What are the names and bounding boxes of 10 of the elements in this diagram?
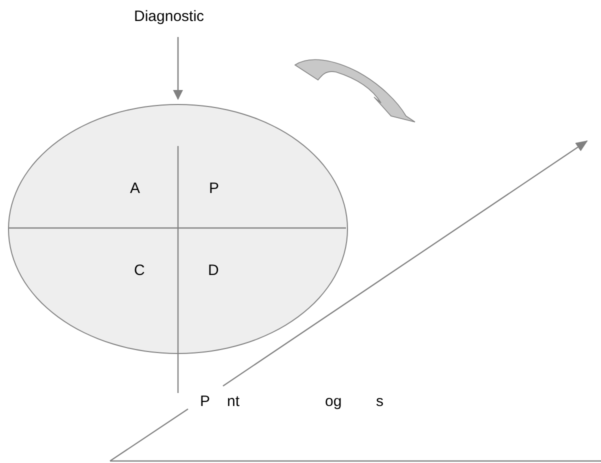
word-fragment: og (325, 394, 342, 409)
quadrant-letter: D (208, 263, 219, 278)
arrow (173, 37, 183, 100)
heading-text: Diagnostic (134, 8, 204, 25)
word-fragment: P (200, 394, 210, 409)
word-fragment: nt (227, 394, 240, 409)
word-fragment: s (376, 394, 384, 409)
quadrant-letter: P (209, 181, 220, 196)
quadrant-letter: A (130, 181, 140, 196)
quadrant-letter: C (134, 263, 145, 278)
